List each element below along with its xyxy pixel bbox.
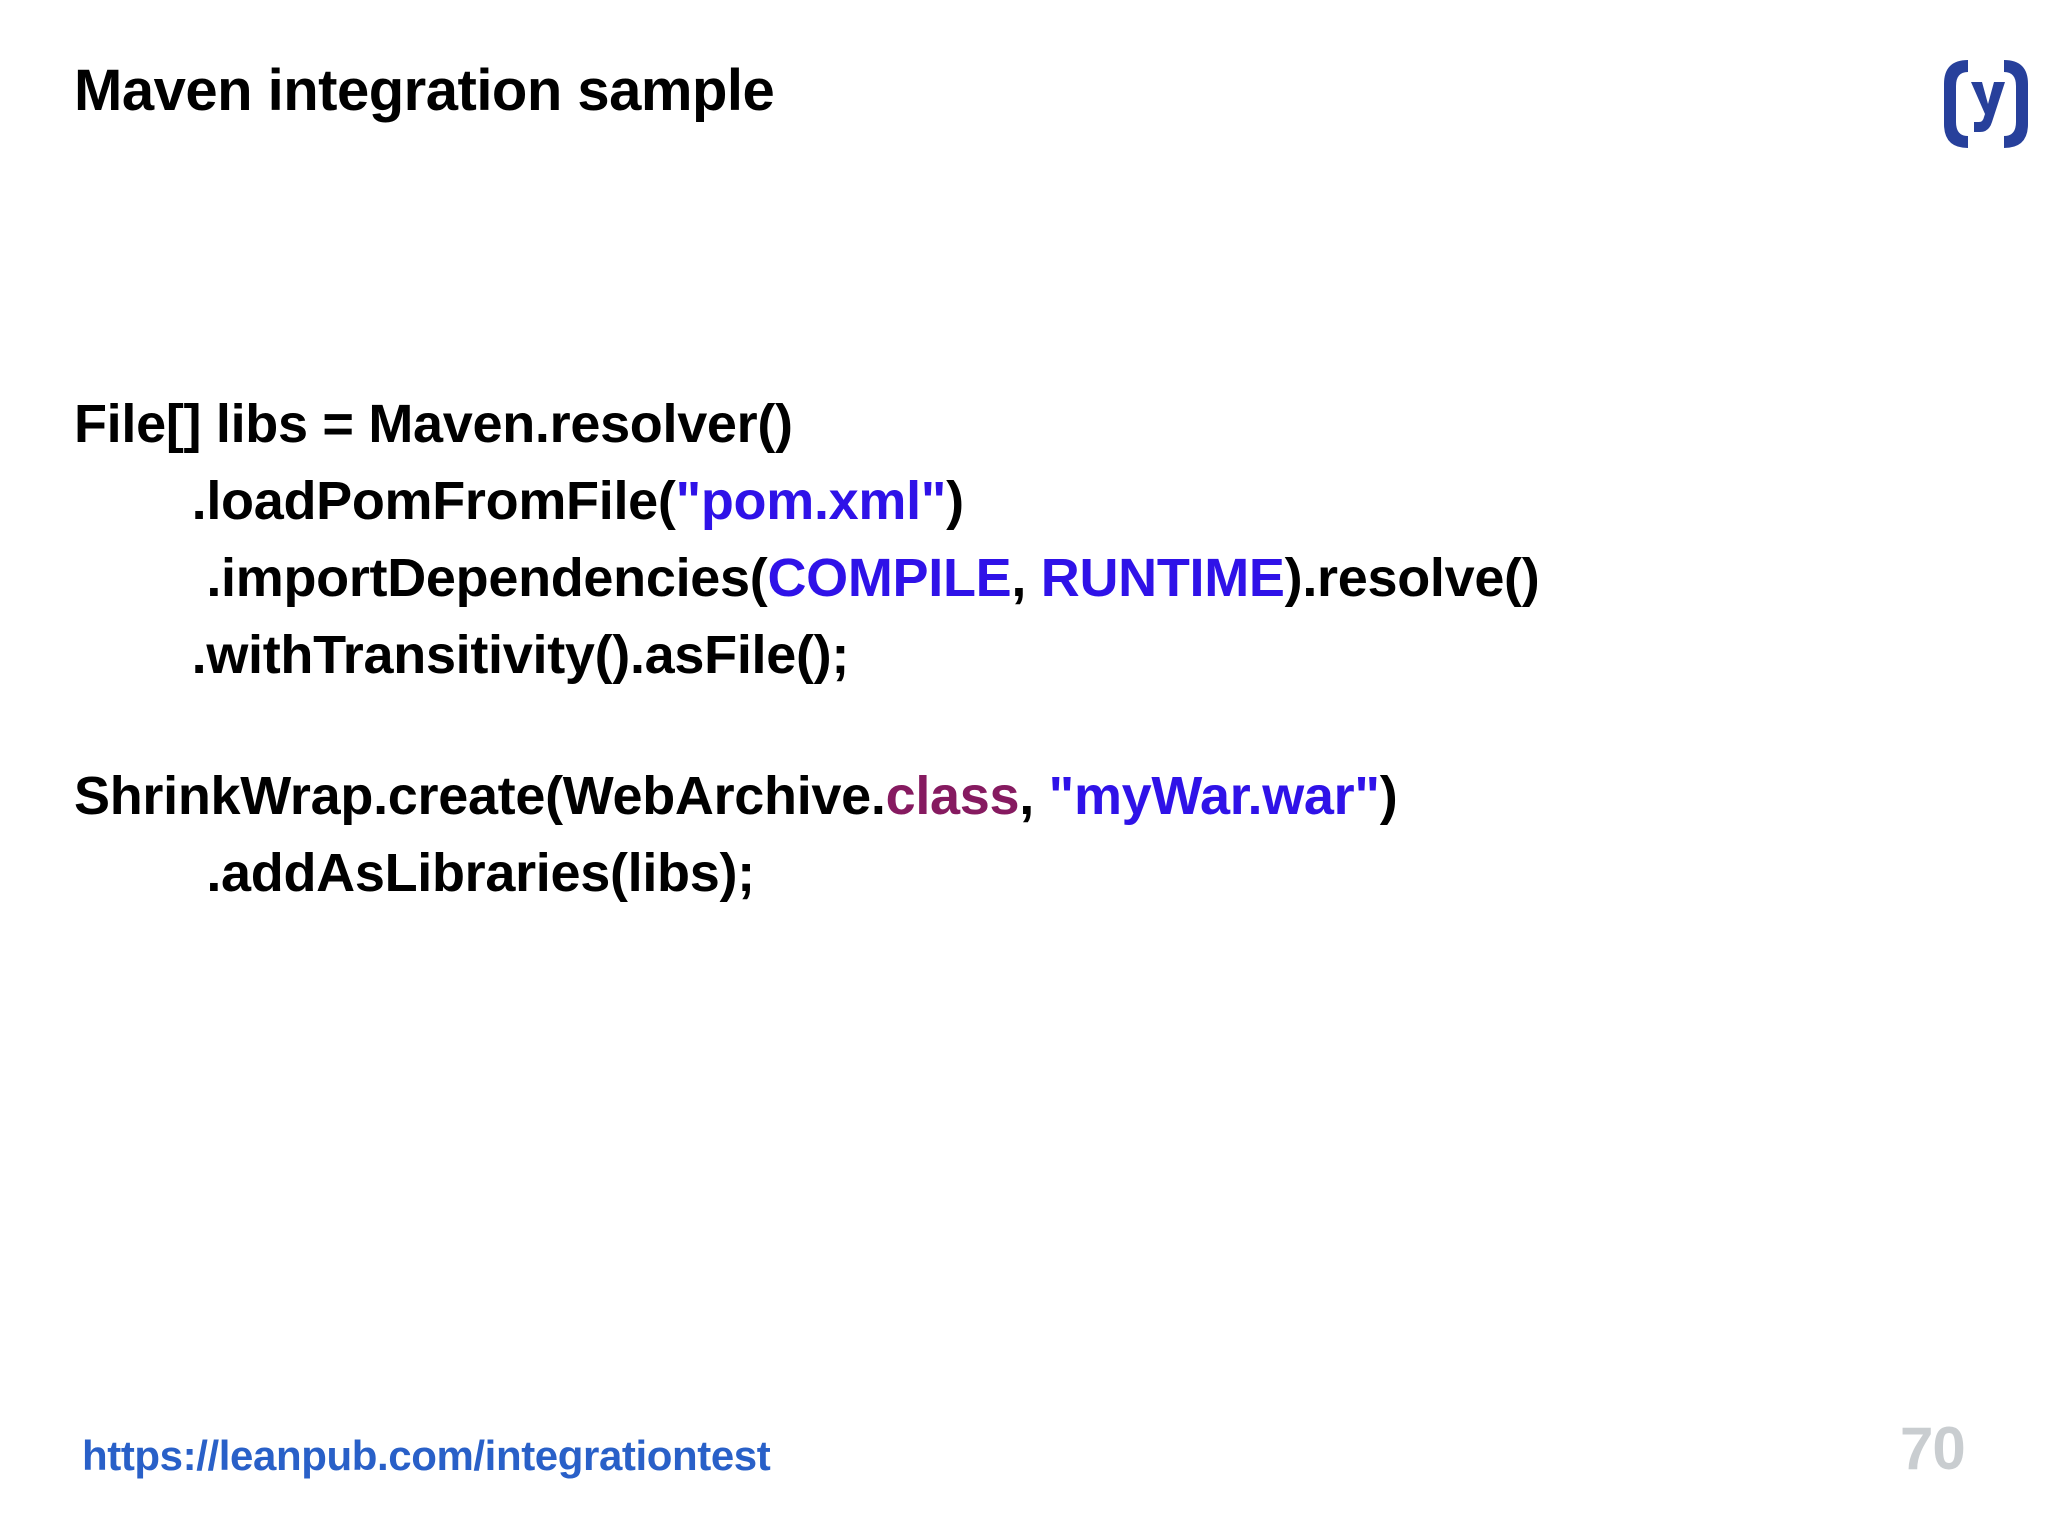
code-token-plain: .loadPomFromFile(	[191, 471, 676, 531]
code-line	[74, 694, 1954, 758]
code-token-string: "pom.xml"	[675, 471, 947, 531]
code-token-plain: ,	[1019, 766, 1049, 826]
code-line: ShrinkWrap.create(WebArchive.class, "myW…	[74, 758, 1954, 835]
page-number: 70	[1900, 1415, 1966, 1482]
code-token-plain: ShrinkWrap.create(WebArchive.	[74, 766, 886, 826]
code-line: .addAsLibraries(libs);	[74, 835, 1954, 912]
code-token-plain: .addAsLibraries(libs);	[206, 843, 755, 903]
code-token-plain: )	[1379, 766, 1398, 826]
code-line: .importDependencies(COMPILE, RUNTIME).re…	[74, 540, 1954, 617]
code-token-const: RUNTIME	[1040, 548, 1285, 608]
code-token-plain: File[] libs = Maven.resolver()	[74, 394, 793, 454]
page-title: Maven integration sample	[74, 58, 775, 123]
code-line: .withTransitivity().asFile();	[74, 617, 1954, 694]
code-token-plain: .importDependencies(	[206, 548, 768, 608]
code-token-plain: .withTransitivity().asFile();	[191, 625, 850, 685]
footer-link[interactable]: https://leanpub.com/integrationtest	[82, 1432, 771, 1479]
code-token-plain: ).resolve()	[1284, 548, 1540, 608]
code-token-plain: ,	[1011, 548, 1041, 608]
code-line: .loadPomFromFile("pom.xml")	[74, 463, 1954, 540]
code-listing: File[] libs = Maven.resolver() .loadPomF…	[74, 386, 1954, 912]
code-token-plain: )	[946, 471, 964, 531]
code-token-kw: class	[885, 766, 1020, 826]
code-token-string: "myWar.war"	[1048, 766, 1380, 826]
code-line: File[] libs = Maven.resolver()	[74, 386, 1954, 463]
code-token-const: COMPILE	[767, 548, 1012, 608]
arquillian-logo-icon	[1938, 52, 2034, 156]
